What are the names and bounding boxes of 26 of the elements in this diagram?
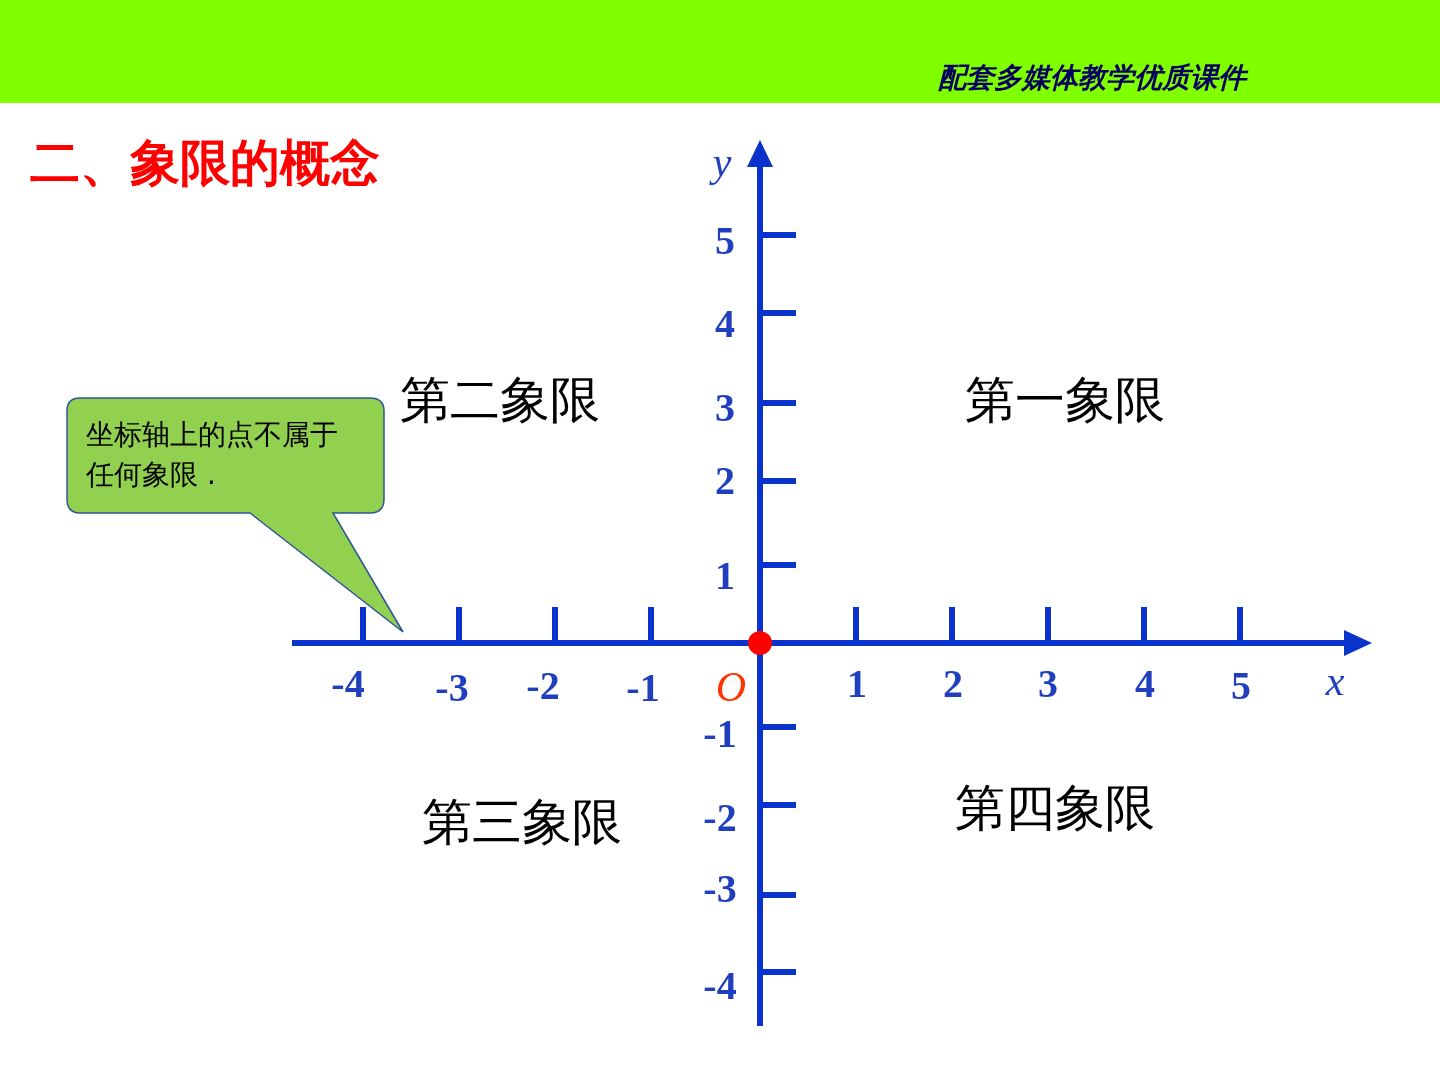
axis-name-label: x [1325, 657, 1345, 705]
axis-tick-label: -1 [626, 663, 660, 711]
axis-tick-label: 1 [715, 551, 735, 599]
axis-tick-label: 1 [847, 659, 867, 707]
axis-tick-label: -4 [703, 961, 737, 1009]
quadrant-label: 第四象限 [955, 777, 1155, 839]
axis-tick-label: 2 [715, 456, 735, 504]
axis-tick-label: 3 [1038, 659, 1058, 707]
callout-text: 坐标轴上的点不属于任何象限 . [86, 417, 339, 493]
quadrant-label: 第三象限 [422, 791, 622, 853]
origin-label: O [715, 663, 747, 711]
slide-title: 二、象限的概念 [30, 133, 380, 194]
axis-tick-label: 3 [715, 383, 735, 431]
axis-tick-label: -2 [703, 793, 737, 841]
axis-tick-label: 5 [1231, 661, 1251, 709]
axis-tick-label: -2 [526, 661, 560, 709]
quadrant-label: 第二象限 [400, 369, 600, 431]
axis-tick-label: -4 [331, 659, 365, 707]
axis-tick-label: 4 [715, 299, 735, 347]
axis-tick-label: 2 [943, 659, 963, 707]
axis-tick-label: 5 [715, 216, 735, 264]
axis-tick-label: -3 [435, 663, 469, 711]
axis-tick-label: -1 [703, 709, 737, 757]
axis-tick-label: -3 [703, 864, 737, 912]
axis-tick-label: 4 [1135, 659, 1155, 707]
quadrant-label: 第一象限 [965, 369, 1165, 431]
